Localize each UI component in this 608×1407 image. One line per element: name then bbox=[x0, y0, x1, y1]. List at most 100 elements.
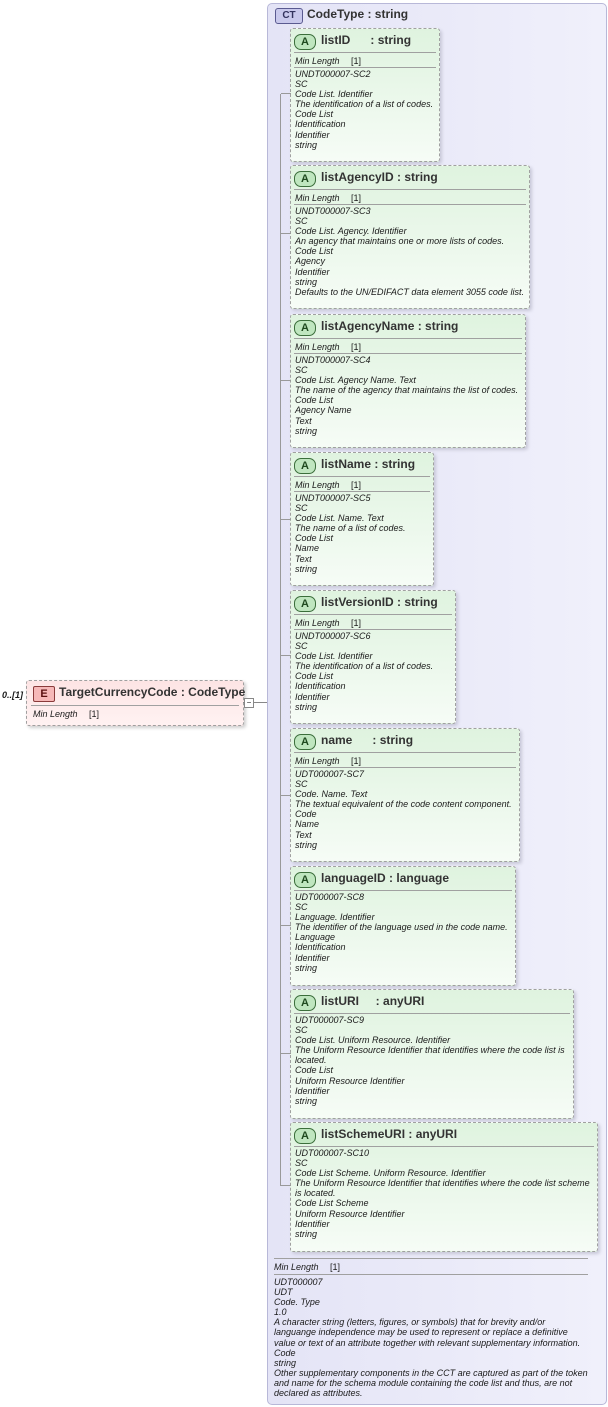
attribute-doc-line: Name bbox=[295, 543, 320, 554]
attribute-connector bbox=[281, 519, 291, 520]
attribute-facet-label: Min Length bbox=[295, 756, 340, 766]
attribute-doc-line: Defaults to the UN/EDIFACT data element … bbox=[295, 286, 524, 297]
attribute-name: listSchemeURI bbox=[321, 1127, 406, 1141]
attribute-doc-line: The identification of a list of codes. bbox=[295, 99, 434, 110]
attribute-type: string bbox=[404, 595, 438, 609]
attribute-doc-line: string bbox=[295, 1095, 318, 1106]
collapse-toggle-icon[interactable]: − bbox=[244, 698, 254, 708]
element-cardinality: 0..[1] bbox=[2, 690, 24, 700]
attribute-doc-line: UDT000007-SC9 bbox=[295, 1015, 365, 1025]
attribute-type: string bbox=[404, 170, 438, 184]
attribute-doc-line: UNDT000007-SC3 bbox=[295, 206, 371, 216]
attribute-connector bbox=[281, 1053, 291, 1054]
attribute-separator bbox=[294, 890, 512, 891]
attribute-title: listURI : anyURI bbox=[321, 994, 424, 1008]
attribute-doc-line: SC bbox=[295, 365, 308, 376]
attribute-title: listID : string bbox=[321, 33, 411, 47]
attribute-doc-line: SC bbox=[295, 1158, 308, 1169]
attribute-doc-line: Code List. Uniform Resource. Identifier bbox=[295, 1035, 451, 1046]
attribute-badge: A bbox=[294, 995, 316, 1011]
attribute-title: listName : string bbox=[321, 457, 415, 471]
element-type: CodeType bbox=[188, 685, 246, 699]
attribute-separator bbox=[294, 614, 452, 615]
attribute-connector bbox=[281, 795, 291, 796]
attribute-facet-value: [1] bbox=[351, 618, 362, 628]
attribute-type-separator: : bbox=[352, 733, 380, 747]
attribute-doc-line: Text bbox=[295, 415, 312, 426]
element-node[interactable]: E TargetCurrencyCode : CodeType Min Leng… bbox=[26, 680, 246, 726]
attribute-type-separator: : bbox=[371, 457, 382, 471]
attribute-type: string bbox=[425, 319, 459, 333]
attribute-connector bbox=[281, 925, 291, 926]
attribute-doc-line: string bbox=[295, 1228, 318, 1239]
attribute-title: listAgencyName : string bbox=[321, 319, 458, 333]
attribute-separator bbox=[294, 491, 430, 492]
attribute-doc-line: Uniform Resource Identifier bbox=[295, 1075, 405, 1086]
attribute-doc-line: SC bbox=[295, 503, 308, 514]
attribute-connector bbox=[281, 1185, 291, 1186]
attribute-separator bbox=[294, 338, 522, 339]
attribute-doc-line: Code List bbox=[295, 109, 334, 120]
attribute-doc-line: Identification bbox=[295, 681, 346, 692]
attribute-facet-value: [1] bbox=[351, 56, 362, 66]
attribute-doc-line: UNDT000007-SC5 bbox=[295, 493, 371, 503]
attribute-doc-line: UDT000007-SC8 bbox=[295, 892, 365, 902]
attribute-doc-line: The Uniform Resource Identifier that ide… bbox=[295, 1045, 565, 1066]
attribute-type-separator: : bbox=[393, 170, 405, 184]
attribute-separator bbox=[294, 204, 526, 205]
attribute-connector bbox=[281, 380, 291, 381]
attribute-doc-line: Identifier bbox=[295, 1218, 330, 1229]
attribute-name: listAgencyID bbox=[321, 170, 394, 184]
attribute-doc-line: Identifier bbox=[295, 952, 330, 963]
attribute-doc-line: UNDT000007-SC6 bbox=[295, 631, 371, 641]
attribute-separator bbox=[294, 52, 436, 53]
attribute-type-separator: : bbox=[350, 33, 378, 47]
attribute-doc-line: string bbox=[295, 962, 318, 973]
element-title: TargetCurrencyCode : CodeType bbox=[59, 685, 246, 699]
attribute-doc-line: Agency Name bbox=[295, 405, 352, 416]
attribute-type-separator: : bbox=[414, 319, 426, 333]
attribute-connector bbox=[281, 93, 291, 94]
attribute-type-separator: : bbox=[393, 595, 405, 609]
attribute-doc-line: Code List. Agency. Identifier bbox=[295, 226, 407, 237]
attribute-doc-line: Text bbox=[295, 553, 312, 564]
footer-doc-line: Code. Type bbox=[274, 1297, 320, 1308]
attribute-type: anyURI bbox=[415, 1127, 458, 1141]
attribute-name: listURI bbox=[321, 994, 360, 1008]
attribute-doc-line: Code List. Agency Name. Text bbox=[295, 375, 416, 386]
attribute-separator bbox=[294, 353, 522, 354]
attribute-doc-line: Code bbox=[295, 809, 317, 820]
footer-separator bbox=[274, 1258, 588, 1259]
attribute-doc-line: The textual equivalent of the code conte… bbox=[295, 799, 512, 810]
attribute-doc-line: Code List. Identifier bbox=[295, 651, 373, 662]
attribute-type-separator: : bbox=[405, 1127, 416, 1141]
attribute-doc-line: UDT000007-SC7 bbox=[295, 769, 365, 779]
attribute-badge: A bbox=[294, 320, 316, 336]
attribute-doc-line: string bbox=[295, 701, 318, 712]
attribute-doc-line: Identification bbox=[295, 942, 346, 953]
footer-doc-line: A character string (letters, figures, or… bbox=[274, 1317, 581, 1348]
attribute-doc-line: The Uniform Resource Identifier that ide… bbox=[295, 1178, 590, 1199]
attribute-separator bbox=[294, 1013, 570, 1014]
attribute-separator bbox=[294, 189, 526, 190]
element-badge: E bbox=[33, 686, 55, 702]
attribute-separator bbox=[294, 476, 430, 477]
attribute-doc-line: string bbox=[295, 139, 318, 150]
